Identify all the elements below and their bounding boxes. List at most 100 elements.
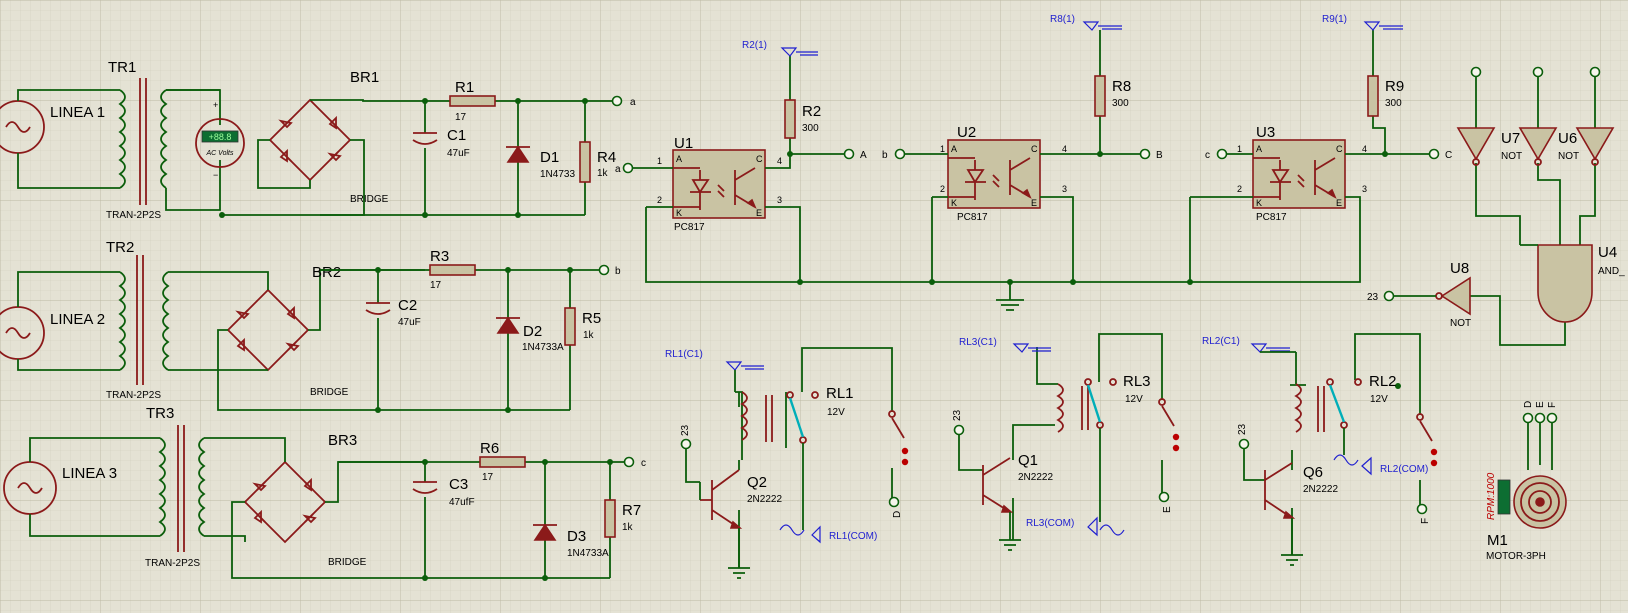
net-label-c-out[interactable]: c [623,456,647,470]
zener-d3[interactable]: D3 1N4733A [533,523,609,559]
capacitor-c2[interactable]: C2 47uF [365,297,421,328]
optocoupler-model: PC817 [1256,212,1287,223]
resistor-ref: R2 [802,103,821,120]
capacitor-value: 47uF [398,317,421,328]
resistor-value: 17 [430,280,442,291]
relay-rl2-contact[interactable]: F [1416,413,1438,524]
probe-rl3-com[interactable]: RL3(COM) [1026,428,1125,537]
relay-ref: RL3 [1123,373,1151,390]
capacitor-ref: C1 [447,127,466,144]
u2-wiring [904,30,1141,300]
resistor-ref: R7 [622,502,641,519]
capacitor-value: 47ufF [449,497,475,508]
transformer-tr3[interactable]: TR3 TRAN-2P2S [29,405,206,569]
voltmeter-reading: +88.8 [209,132,232,142]
relay-rl1[interactable]: RL1 12V [740,385,854,444]
bridge-ref: BR1 [350,69,379,86]
bridge-br3[interactable]: BR3 BRIDGE [204,432,610,579]
svg-text:2: 2 [940,184,945,194]
resistor-r2[interactable]: R2 300 [784,99,821,139]
probe-rl1-c1[interactable]: RL1(C1) [665,349,764,392]
net-label-b-in[interactable] [894,148,906,160]
bridge-model: BRIDGE [310,387,349,398]
bridge-br1[interactable]: BR1 BRIDGE [166,69,425,216]
net-label-b-out[interactable]: b [598,264,622,278]
zener-d1[interactable]: D1 1N4733 [506,145,575,180]
motor-m1[interactable]: D E F RPM:1000 M1 MOTOR-3PH [1486,401,1567,562]
svg-text:E: E [1031,198,1037,208]
svg-text:E: E [1535,401,1546,408]
bridge-br2[interactable]: BR2 BRIDGE [168,264,570,411]
resistor-value: 17 [455,112,467,123]
resistor-r3[interactable]: R3 17 [429,248,476,291]
resistor-r1[interactable]: R1 17 [449,79,496,123]
not-gate-u6[interactable]: U6 NOT [1518,127,1579,166]
not-gate-u7[interactable]: U7 NOT [1456,127,1522,166]
probe-rl2-com[interactable]: RL2(COM) [1333,428,1428,476]
capacitor-c3[interactable]: C3 47ufF [412,476,475,508]
optocoupler-u1[interactable]: A K C E 1 2 4 3 U1 PC817 [657,135,782,233]
voltmeter-plus: + [213,100,218,110]
probe-r2[interactable]: R2(1) [742,40,818,57]
capacitor-c1[interactable]: C1 47uF [412,127,470,159]
transistor-q2[interactable]: Q2 2N2222 [700,469,782,529]
net-label-23-q2[interactable] [680,438,692,450]
net-label-a-in[interactable] [622,162,634,174]
transistor-q6[interactable]: Q6 2N2222 [1264,462,1338,519]
resistor-value: 300 [802,123,819,134]
net-label-C[interactable] [1428,148,1440,160]
gate-type: AND_ [1598,266,1625,277]
relay-rl3-contact[interactable]: E [1158,398,1180,513]
net-label-a-out[interactable]: a [611,95,637,109]
diode-ref: D1 [540,149,559,166]
relay-value: 12V [827,407,845,418]
resistor-value: 300 [1112,98,1129,109]
probe-rl2-c1[interactable]: RL2(C1) [1202,336,1296,353]
not-gate-u8[interactable]: U8 NOT [1435,260,1471,329]
ac-voltmeter[interactable]: +88.8 AC Volts + − [195,100,245,180]
bridge-model: BRIDGE [350,194,389,205]
net-label-23-q6[interactable] [1238,438,1250,450]
relay-rl3[interactable]: RL3 12V [1056,373,1151,433]
relay-rl2[interactable]: RL2 12V [1294,373,1401,433]
transistor-q1[interactable]: Q1 2N2222 [982,452,1053,513]
probe-rl3-c1[interactable]: RL3(C1) [959,337,1051,353]
resistor-r8[interactable]: R8 300 [1094,75,1131,117]
probe-r8[interactable]: R8(1) [1050,14,1122,31]
net-label-B[interactable] [1139,148,1151,160]
gate-input-pin[interactable] [1532,66,1544,78]
gate-ref: U6 [1558,130,1577,147]
net-label-A[interactable] [843,148,855,160]
resistor-r9[interactable]: R9 300 [1367,75,1404,117]
svg-text:4: 4 [1062,144,1067,154]
probe-r9[interactable]: R9(1) [1322,14,1403,31]
resistor-r4[interactable]: R4 1k [579,141,616,183]
resistor-r7[interactable]: R7 1k [604,499,641,538]
probe-rl1-com[interactable]: RL1(COM) [779,443,877,544]
optocoupler-u3[interactable]: A K C E 1 2 4 3 U3 PC817 [1237,124,1367,223]
gate-type: NOT [1558,151,1579,162]
net-label-c-in[interactable] [1216,148,1228,160]
gate-ref: U4 [1598,244,1617,261]
optocoupler-u2[interactable]: A K C E 1 2 4 3 U2 PC817 [940,124,1067,223]
net-label-23-gate[interactable] [1383,290,1395,302]
net-label-23-q1[interactable] [953,424,965,436]
gate-input-pin[interactable] [1470,66,1482,78]
resistor-value: 1k [597,168,609,179]
resistor-r6[interactable]: R6 17 [479,440,526,483]
resistor-value: 1k [583,330,595,341]
svg-text:R2(1): R2(1) [742,40,767,51]
and-gate-u4[interactable]: U4 AND_ [1537,244,1625,323]
resistor-r5[interactable]: R5 1k [564,307,601,346]
gate-input-pin[interactable] [1589,66,1601,78]
not-gate-u6b[interactable] [1575,127,1615,166]
svg-text:F: F [1547,402,1558,408]
transformer-tr2[interactable]: TR2 TRAN-2P2S [17,239,170,401]
zener-d2[interactable]: D2 1N4733A [496,316,564,353]
svg-text:E: E [756,208,762,218]
transistor-model: 2N2222 [747,494,782,505]
relay-rl1-contact[interactable]: D [888,410,909,518]
svg-text:D: D [892,511,903,518]
relay-value: 12V [1370,394,1388,405]
resistor-value: 17 [482,472,494,483]
